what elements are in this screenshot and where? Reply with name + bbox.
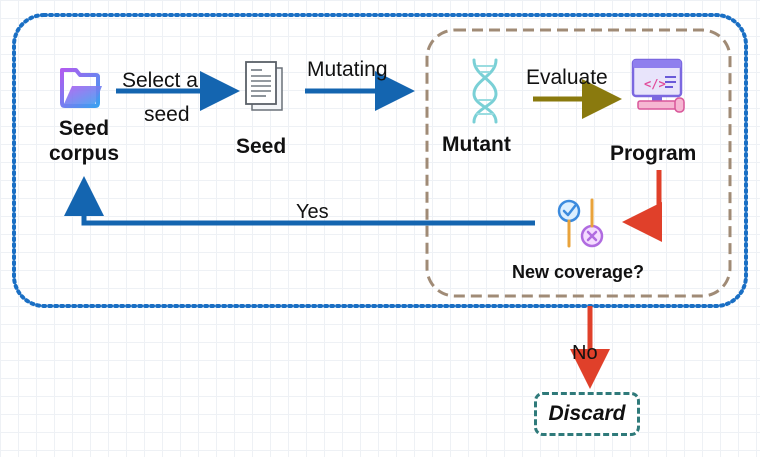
program-to-coverage-arrow: [622, 170, 662, 242]
mutating-label: Mutating: [307, 58, 388, 81]
computer-icon: </>: [631, 58, 685, 113]
svg-text:</>: </>: [644, 77, 666, 91]
yes-label: Yes: [296, 201, 329, 223]
dna-icon: [472, 58, 498, 124]
fuzzing-loop-container: [12, 13, 748, 308]
folder-icon: [60, 68, 102, 108]
execution-box: [425, 28, 732, 298]
program-label: Program: [610, 142, 697, 165]
evaluate-label: Evaluate: [526, 66, 608, 89]
coverage-check-icon: [557, 198, 604, 248]
new-coverage-label: New coverage?: [512, 262, 645, 282]
document-icon: [245, 61, 283, 111]
select-seed-label: Select a seed: [122, 69, 198, 126]
seed-corpus-label: Seed corpus: [48, 117, 119, 165]
discard-label: Discard: [548, 402, 626, 425]
yes-arrow: [64, 176, 535, 226]
mutant-label: Mutant: [442, 133, 511, 156]
seed-label: Seed: [236, 135, 287, 158]
no-label: No: [572, 342, 598, 364]
discard-node: Discard: [534, 392, 640, 436]
